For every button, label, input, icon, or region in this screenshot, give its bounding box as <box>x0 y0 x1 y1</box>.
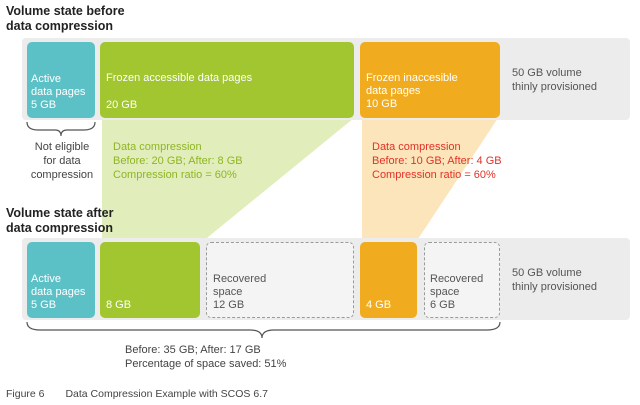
volume-label-after: 50 GB volume thinly provisioned <box>512 266 597 294</box>
not-eligible-3: compression <box>30 169 94 181</box>
recovered-label-2: Recovered space 6 GB <box>430 273 483 312</box>
volume-label-after-1: 50 GB volume <box>512 267 582 279</box>
heading-after-line-1: Volume state after <box>6 206 114 220</box>
heading-after: Volume state after data compression <box>6 206 113 236</box>
not-eligible-brace <box>26 121 96 137</box>
compression-inaccessible-3: Compression ratio = 60% <box>372 169 496 181</box>
not-eligible-2: for data <box>43 155 81 167</box>
volume-label-before-2: thinly provisioned <box>512 81 597 93</box>
active-label-after-1: Active <box>31 273 61 285</box>
volume-label-before-1: 50 GB volume <box>512 67 582 79</box>
recovered-label-1: Recovered space 12 GB <box>213 273 266 312</box>
volume-label-before: 50 GB volume thinly provisioned <box>512 66 597 94</box>
summary-line-2: Percentage of space saved: 51% <box>125 358 287 370</box>
recovered-2-line-1: Recovered <box>430 273 484 285</box>
summary-brace <box>26 321 501 339</box>
recovered-space-box-1: Recovered space 12 GB <box>206 242 354 318</box>
frozen-accessible-label: Frozen accessible data pages <box>106 72 253 84</box>
recovered-2-line-2: space <box>430 286 460 298</box>
compressed-accessible-size: 8 GB <box>106 299 132 311</box>
summary-line-1: Before: 35 GB; After: 17 GB <box>125 344 261 356</box>
active-label-before-2: data pages <box>31 86 86 98</box>
compressed-inaccessible-box: 4 GB <box>360 242 417 318</box>
compressed-accessible-box: 8 GB <box>100 242 200 318</box>
recovered-1-size: 12 GB <box>213 299 245 311</box>
volume-label-after-2: thinly provisioned <box>512 281 597 293</box>
active-label-after: Active data pages 5 GB <box>31 273 85 312</box>
compression-accessible-3: Compression ratio = 60% <box>113 169 237 181</box>
frozen-inaccessible-box-before: Frozen inaccesible data pages 10 GB <box>360 42 500 118</box>
heading-before: Volume state before data compression <box>6 4 125 34</box>
active-label-before-1: Active <box>31 73 61 85</box>
recovered-space-box-2: Recovered space 6 GB <box>424 242 500 318</box>
active-size-after: 5 GB <box>31 299 57 311</box>
heading-before-line-1: Volume state before <box>6 4 125 18</box>
compression-accessible-2: Before: 20 GB; After: 8 GB <box>113 155 243 167</box>
heading-before-line-2: data compression <box>6 19 113 33</box>
not-eligible-note: Not eligible for data compression <box>22 140 102 182</box>
recovered-1-line-2: space <box>213 286 243 298</box>
compression-note-accessible: Data compression Before: 20 GB; After: 8… <box>113 140 243 182</box>
compression-note-inaccessible: Data compression Before: 10 GB; After: 4… <box>372 140 502 182</box>
active-label-after-2: data pages <box>31 286 86 298</box>
active-size-before: 5 GB <box>31 99 57 111</box>
frozen-inaccessible-label-2: data pages <box>366 85 421 97</box>
frozen-accessible-size: 20 GB <box>106 99 138 111</box>
active-label-before: Active data pages 5 GB <box>31 73 85 112</box>
summary-note: Before: 35 GB; After: 17 GB Percentage o… <box>125 343 286 371</box>
frozen-inaccessible-label-1: Frozen inaccesible <box>366 72 458 84</box>
compression-accessible-1: Data compression <box>113 141 202 153</box>
frozen-inaccessible-size: 10 GB <box>366 98 398 110</box>
recovered-2-size: 6 GB <box>430 299 456 311</box>
active-data-pages-box-before: Active data pages 5 GB <box>27 42 95 118</box>
compression-inaccessible-1: Data compression <box>372 141 461 153</box>
compressed-inaccessible-size: 4 GB <box>366 299 392 311</box>
frozen-inaccessible-label: Frozen inaccesible data pages 10 GB <box>366 72 458 111</box>
caption-figure-number: Figure 6 <box>6 388 45 400</box>
compression-inaccessible-2: Before: 10 GB; After: 4 GB <box>372 155 502 167</box>
active-data-pages-box-after: Active data pages 5 GB <box>27 242 95 318</box>
accessible-compression-funnel <box>102 118 354 242</box>
heading-after-line-2: data compression <box>6 221 113 235</box>
caption-text: Data Compression Example with SCOS 6.7 <box>65 388 268 400</box>
inaccessible-compression-funnel <box>362 118 498 242</box>
not-eligible-1: Not eligible <box>34 141 90 153</box>
figure-caption: Figure 6 Data Compression Example with S… <box>6 388 268 400</box>
frozen-accessible-box-before: Frozen accessible data pages 20 GB <box>100 42 354 118</box>
recovered-1-line-1: Recovered <box>213 273 267 285</box>
